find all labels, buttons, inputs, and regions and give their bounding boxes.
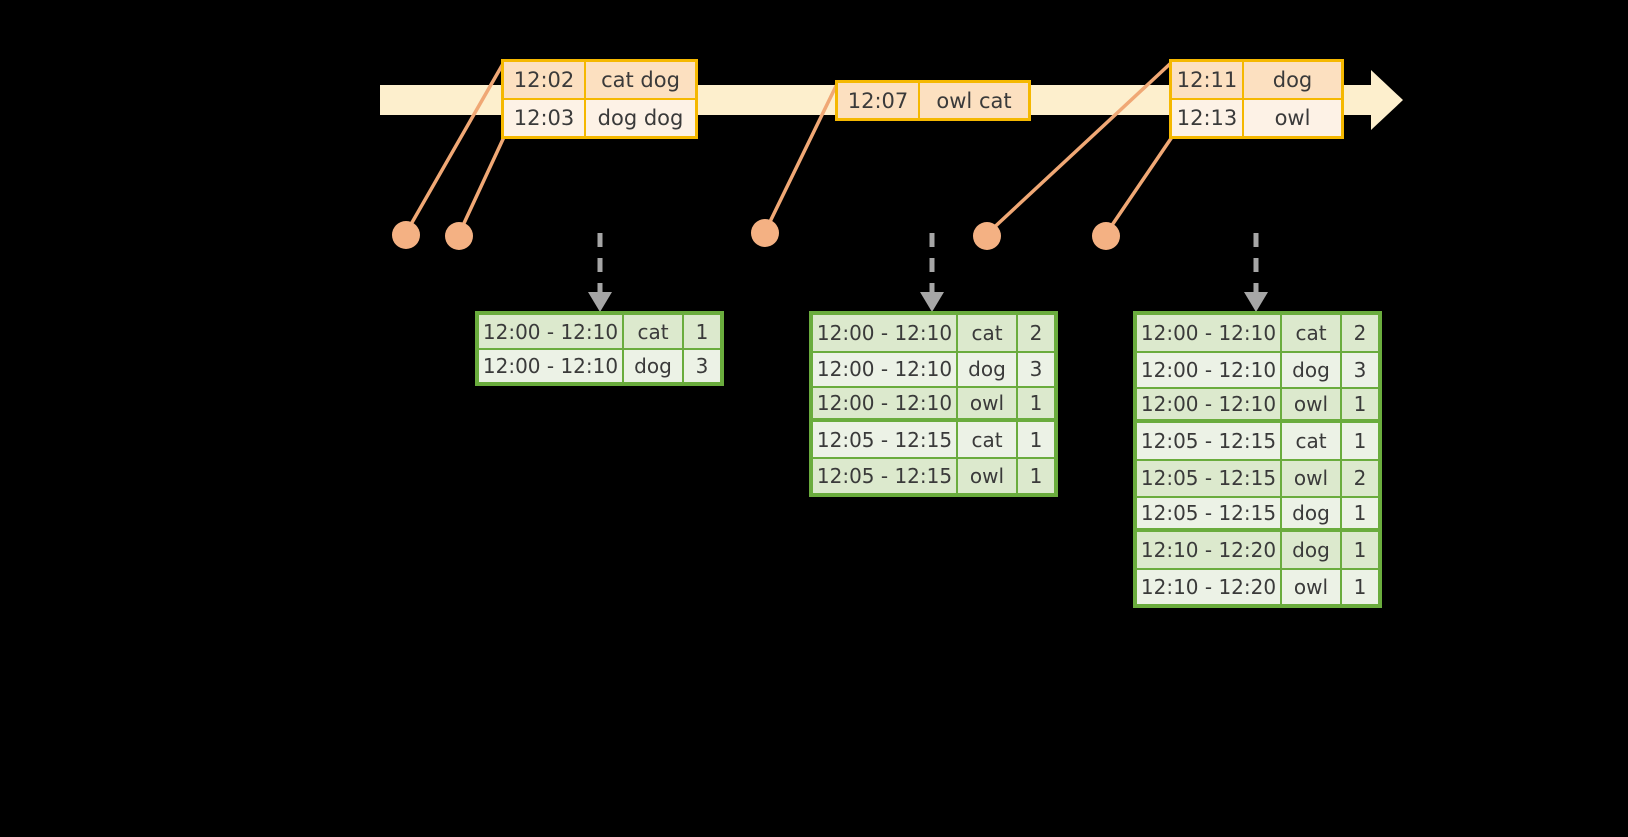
- table-row: 12:00 - 12:10 owl 1: [813, 386, 1054, 422]
- count-cell: 1: [695, 319, 709, 344]
- event-time: 12:13: [1172, 100, 1244, 136]
- timeline-arrowhead: [1371, 70, 1403, 130]
- table-row: 12:00 - 12:10 cat 2: [813, 315, 1054, 351]
- count-cell: 1: [1029, 464, 1043, 489]
- result-table-1[interactable]: 12:00 - 12:10 cat 1 12:00 - 12:10 dog 3: [475, 311, 724, 386]
- table-row: 12:00 - 12:10 cat 1: [479, 315, 720, 349]
- key-cell: dog: [1282, 497, 1342, 528]
- marker-12-13: [1092, 222, 1120, 250]
- table-row: 12:10 - 12:20 owl 1: [1137, 567, 1378, 604]
- window-cell: 12:00 - 12:10: [813, 315, 958, 351]
- key-cell: cat: [958, 315, 1018, 351]
- event-row: 12:07 owl cat: [838, 83, 1028, 118]
- count-cell: 2: [1353, 321, 1367, 346]
- count-cell: 2: [1353, 466, 1367, 491]
- event-payload: dog dog: [597, 106, 684, 130]
- window-cell: 12:05 - 12:15: [1137, 497, 1282, 528]
- count-cell: 1: [1353, 500, 1367, 525]
- event-row: 12:13 owl: [1172, 98, 1341, 136]
- count-cell: 1: [1353, 429, 1367, 454]
- event-row: 12:02 cat dog: [504, 62, 695, 98]
- marker-12-11: [973, 222, 1001, 250]
- event-row: 12:11 dog: [1172, 62, 1341, 98]
- count-cell: 1: [1353, 574, 1367, 599]
- marker-12-03: [445, 222, 473, 250]
- window-cell: 12:05 - 12:15: [1137, 423, 1282, 460]
- window-cell: 12:10 - 12:20: [1137, 531, 1282, 568]
- key-cell: dog: [1282, 531, 1342, 568]
- count-cell: 3: [1353, 358, 1367, 383]
- table-row: 12:00 - 12:10 dog 3: [1137, 351, 1378, 388]
- window-cell: 12:00 - 12:10: [479, 350, 624, 382]
- event-row: 12:03 dog dog: [504, 98, 695, 136]
- event-time: 12:02: [504, 62, 586, 98]
- key-cell: cat: [624, 315, 684, 349]
- count-cell: 1: [1029, 427, 1043, 452]
- window-cell: 12:00 - 12:10: [1137, 353, 1282, 388]
- event-group-3[interactable]: 12:11 dog 12:13 owl: [1169, 59, 1344, 139]
- key-cell: owl: [958, 388, 1018, 418]
- table-row: 12:10 - 12:20 dog 1: [1137, 531, 1378, 568]
- window-cell: 12:05 - 12:15: [1137, 461, 1282, 496]
- result-table-3[interactable]: 12:00 - 12:10 cat 2 12:00 - 12:10 dog 3 …: [1133, 311, 1382, 608]
- key-cell: owl: [1282, 389, 1342, 420]
- marker-12-07: [751, 219, 779, 247]
- window-cell: 12:05 - 12:15: [813, 421, 958, 458]
- table-row: 12:05 - 12:15 owl 1: [813, 457, 1054, 493]
- window-cell: 12:10 - 12:20: [1137, 569, 1282, 604]
- event-payload: cat dog: [601, 68, 680, 92]
- table-row: 12:05 - 12:15 cat 1: [813, 421, 1054, 458]
- key-cell: dog: [1282, 353, 1342, 388]
- window-cell: 12:00 - 12:10: [813, 352, 958, 387]
- count-cell: 3: [695, 354, 709, 379]
- key-cell: owl: [1282, 461, 1342, 496]
- event-payload: owl: [1274, 106, 1311, 130]
- window-cell: 12:05 - 12:15: [813, 459, 958, 493]
- event-group-1[interactable]: 12:02 cat dog 12:03 dog dog: [501, 59, 698, 139]
- key-cell: cat: [1282, 315, 1342, 352]
- event-payload: dog: [1272, 68, 1313, 92]
- key-cell: cat: [958, 421, 1018, 458]
- count-cell: 1: [1029, 391, 1043, 415]
- table-row: 12:00 - 12:10 owl 1: [1137, 387, 1378, 424]
- event-time: 12:03: [504, 100, 586, 136]
- key-cell: owl: [1282, 569, 1342, 604]
- table-row: 12:05 - 12:15 owl 2: [1137, 459, 1378, 496]
- table-row: 12:05 - 12:15 dog 1: [1137, 495, 1378, 532]
- event-time: 12:07: [838, 83, 920, 118]
- window-cell: 12:00 - 12:10: [1137, 315, 1282, 352]
- event-payload: owl cat: [936, 88, 1012, 113]
- table-row: 12:00 - 12:10 dog 3: [479, 348, 720, 382]
- table-row: 12:00 - 12:10 cat 2: [1137, 315, 1378, 352]
- window-cell: 12:00 - 12:10: [1137, 389, 1282, 420]
- event-time: 12:11: [1172, 62, 1244, 98]
- window-cell: 12:00 - 12:10: [479, 315, 624, 349]
- window-cell: 12:00 - 12:10: [813, 388, 958, 418]
- key-cell: cat: [1282, 423, 1342, 460]
- key-cell: owl: [958, 459, 1018, 493]
- count-cell: 1: [1353, 392, 1367, 417]
- result-table-2[interactable]: 12:00 - 12:10 cat 2 12:00 - 12:10 dog 3 …: [809, 311, 1058, 497]
- count-cell: 3: [1029, 357, 1043, 382]
- key-cell: dog: [624, 350, 684, 382]
- table-row: 12:00 - 12:10 dog 3: [813, 350, 1054, 387]
- marker-12-02: [392, 221, 420, 249]
- key-cell: dog: [958, 352, 1018, 387]
- count-cell: 1: [1353, 537, 1367, 562]
- table-row: 12:05 - 12:15 cat 1: [1137, 423, 1378, 460]
- count-cell: 2: [1029, 320, 1043, 345]
- event-group-2[interactable]: 12:07 owl cat: [835, 80, 1031, 121]
